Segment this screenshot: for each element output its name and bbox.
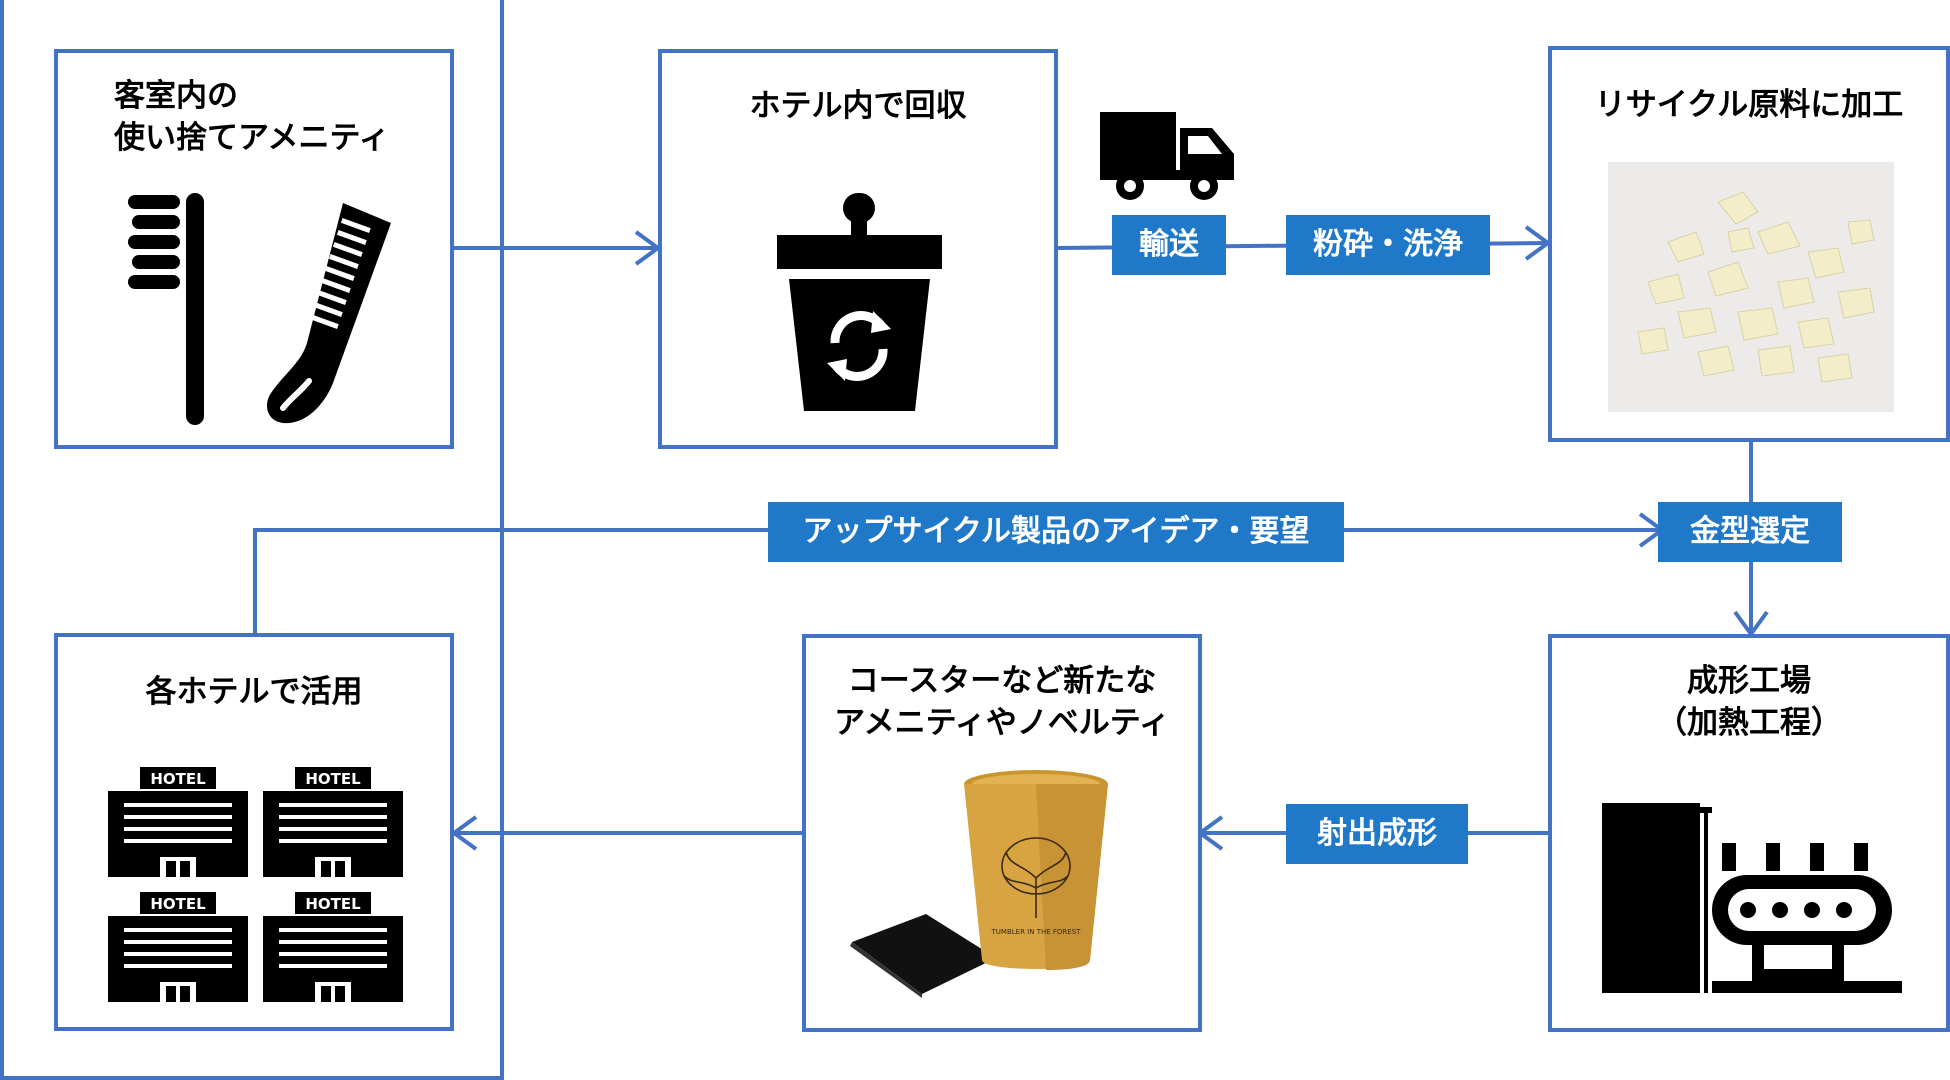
label-crush-wash: 粉砕・洗浄 — [1286, 215, 1490, 275]
node-products: コースターなど新たな アメニティやノベルティ TUMBLER IN THE FO… — [802, 634, 1202, 1032]
node-factory: 成形工場 （加熱工程） — [1548, 634, 1950, 1032]
amenities-title: 客室内の 使い捨てアメニティ — [114, 78, 390, 156]
truck-icon — [1100, 112, 1234, 200]
factory-title: 成形工場 （加熱工程） — [1656, 663, 1842, 741]
svg-text:HOTEL: HOTEL — [150, 770, 206, 788]
hotel-building-icon: HOTEL — [108, 767, 248, 877]
node-collection: ホテル内で回収 — [658, 49, 1058, 449]
svg-text:HOTEL: HOTEL — [305, 770, 361, 788]
node-amenities: 客室内の 使い捨てアメニティ — [54, 49, 454, 449]
plastic-flakes-photo — [1608, 162, 1894, 412]
products-title: コースターなど新たな アメニティやノベルティ — [834, 663, 1170, 741]
recycle-material-title: リサイクル原料に加工 — [1594, 87, 1904, 123]
label-mold-selection: 金型選定 — [1658, 502, 1842, 562]
recycle-bin-icon — [777, 193, 942, 411]
comb-icon — [267, 203, 391, 424]
node-hotels: 各ホテルで活用 HOTEL HOTEL HOTEL HOTEL — [54, 633, 454, 1031]
hotel-building-icon: HOTEL — [108, 892, 248, 1002]
hotel-building-icon: HOTEL — [263, 892, 403, 1002]
svg-text:HOTEL: HOTEL — [305, 895, 361, 913]
label-ideas: アップサイクル製品のアイデア・要望 — [768, 502, 1344, 562]
cup-print-text: TUMBLER IN THE FOREST — [991, 928, 1082, 936]
hotel-building-icon: HOTEL — [263, 767, 403, 877]
svg-text:HOTEL: HOTEL — [150, 895, 206, 913]
node-recycle-material: リサイクル原料に加工 — [1548, 46, 1950, 442]
hotels-title: 各ホテルで活用 — [145, 674, 363, 710]
collection-title: ホテル内で回収 — [749, 88, 967, 124]
hotel-grid: HOTEL HOTEL HOTEL HOTEL — [108, 767, 408, 1007]
cup-and-coaster-photo: TUMBLER IN THE FOREST — [850, 770, 1108, 998]
toothbrush-icon — [128, 193, 204, 425]
factory-icon — [1602, 803, 1902, 993]
label-transport: 輸送 — [1112, 215, 1226, 275]
label-injection: 射出成形 — [1286, 804, 1468, 864]
